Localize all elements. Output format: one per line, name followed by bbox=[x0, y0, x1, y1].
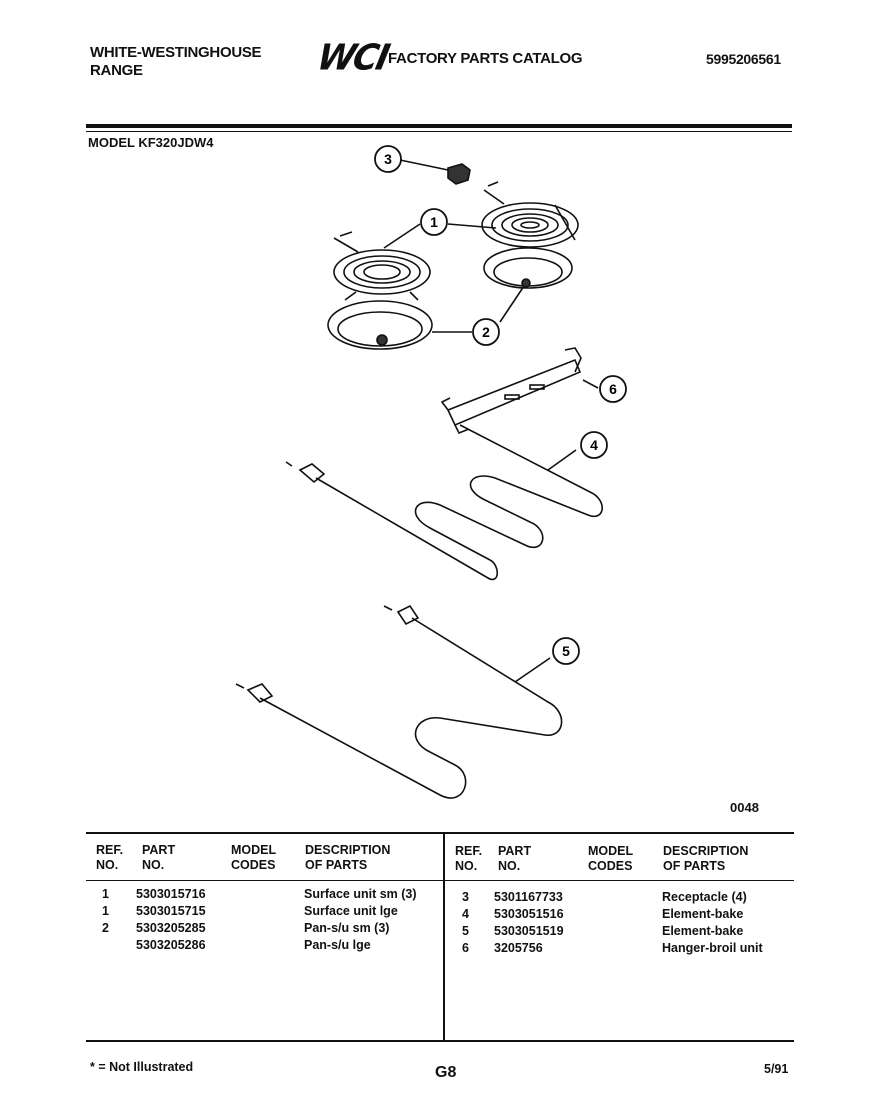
header-rule bbox=[86, 124, 792, 128]
callout-4: 4 bbox=[580, 431, 608, 459]
bake-element bbox=[285, 424, 603, 581]
revision-date: 5/91 bbox=[764, 1062, 789, 1076]
not-illustrated-note: * = Not Illustrated bbox=[90, 1060, 194, 1074]
table-bottom-rule bbox=[86, 1040, 794, 1042]
callout-2: 2 bbox=[472, 318, 500, 346]
table-top-rule bbox=[86, 832, 794, 834]
catalog-number: 5995206561 bbox=[706, 51, 781, 67]
brand-line1: WHITE-WESTINGHOUSE bbox=[90, 44, 262, 61]
hanger-broil-unit bbox=[440, 347, 599, 435]
callout-5: 5 bbox=[552, 637, 580, 665]
catalog-title: FACTORY PARTS CATALOG bbox=[388, 50, 583, 67]
callout-3: 3 bbox=[374, 145, 402, 173]
figure-number: 0048 bbox=[730, 800, 759, 815]
bake-element-2 bbox=[235, 604, 563, 799]
receptacle-part bbox=[399, 159, 471, 185]
svg-text:6: 6 bbox=[609, 381, 617, 397]
header-ref-right: REF.NO. bbox=[455, 844, 483, 873]
brand-line2: RANGE bbox=[90, 62, 143, 79]
svg-text:2: 2 bbox=[482, 324, 490, 340]
surface-unit-small bbox=[333, 231, 431, 301]
page-number: G8 bbox=[435, 1064, 457, 1081]
surface-unit-large bbox=[481, 181, 579, 248]
header-rule-thin bbox=[86, 131, 792, 132]
table-header-rule-right bbox=[445, 880, 794, 881]
drip-pan-right bbox=[483, 247, 573, 289]
model-line: MODEL KF320JDW4 bbox=[88, 135, 214, 150]
drip-pan-left bbox=[327, 300, 433, 350]
header-ref: REF.NO. bbox=[96, 843, 124, 872]
svg-text:1: 1 bbox=[430, 214, 438, 230]
table-header-rule-left bbox=[86, 880, 443, 881]
svg-text:4: 4 bbox=[590, 437, 598, 453]
svg-text:3: 3 bbox=[384, 151, 392, 167]
table-divider bbox=[443, 834, 445, 1040]
exploded-parts-diagram: 3 1 2 6 4 5 bbox=[235, 145, 627, 799]
brand-block: WHITE-WESTINGHOUSE RANGE bbox=[90, 44, 262, 80]
svg-text:5: 5 bbox=[562, 643, 570, 659]
callout-6: 6 bbox=[599, 375, 627, 403]
callout-1: 1 bbox=[420, 208, 448, 236]
